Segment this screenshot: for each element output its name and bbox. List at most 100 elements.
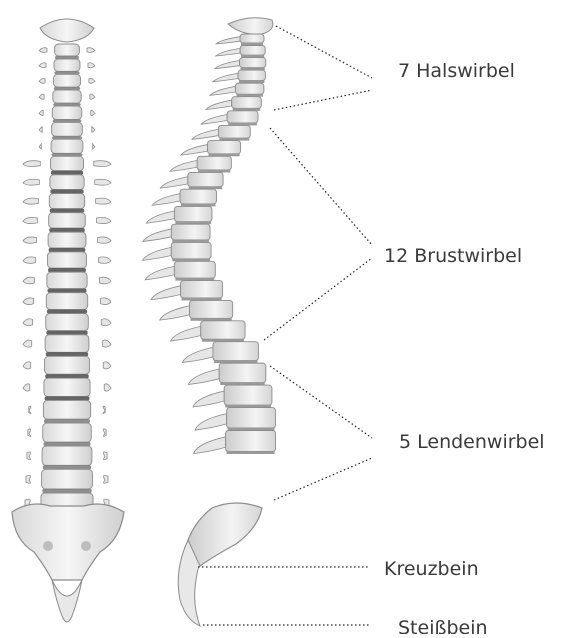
vertebra-body xyxy=(47,272,87,289)
vertebra-body xyxy=(43,423,92,442)
intervertebral-disc-side xyxy=(227,452,275,455)
spinous-process xyxy=(170,160,197,171)
vertebra-body xyxy=(45,356,90,374)
intervertebral-disc xyxy=(45,374,89,378)
vertebra-body xyxy=(53,90,81,103)
vertebra-body-side xyxy=(190,300,233,318)
spinous-process xyxy=(142,247,171,260)
sacrum-front xyxy=(12,504,124,580)
transverse-process-left xyxy=(39,48,47,53)
intervertebral-disc xyxy=(42,489,91,493)
vertebra-body-side xyxy=(226,431,276,452)
vertebra-body-side xyxy=(240,58,266,68)
atlas-vertebra xyxy=(40,19,94,42)
vertebra-body xyxy=(50,175,84,190)
vertebra-body-side xyxy=(181,281,223,298)
transverse-process-left xyxy=(23,179,39,185)
vertebra-body-side xyxy=(227,408,276,428)
vertebra-body-side xyxy=(208,141,241,154)
intervertebral-disc xyxy=(46,331,87,335)
transverse-process-right xyxy=(89,78,95,83)
vertebra-body-side xyxy=(188,172,223,186)
transverse-process-right xyxy=(92,127,95,133)
transverse-process-right xyxy=(87,48,95,53)
spinous-process xyxy=(145,266,174,279)
transverse-process-right xyxy=(97,217,111,223)
intervertebral-disc xyxy=(48,289,87,293)
transverse-process-left xyxy=(26,475,30,483)
lumbar-leader-top xyxy=(270,366,372,438)
spinous-process xyxy=(201,114,227,124)
transverse-process-right xyxy=(103,452,107,460)
transverse-process-left xyxy=(23,362,31,369)
transverse-process-right xyxy=(98,257,111,263)
spinous-process xyxy=(151,286,181,300)
label-lumbar: 5 Lendenwirbel xyxy=(399,431,545,453)
spinous-process xyxy=(216,37,240,44)
transverse-process-left xyxy=(29,406,31,413)
spinous-process xyxy=(188,369,219,385)
vertebra-body-side xyxy=(224,385,272,405)
spinous-process xyxy=(213,73,238,81)
vertebra-body-side xyxy=(174,206,212,221)
vertebra-body-side xyxy=(219,363,266,382)
spinous-process xyxy=(192,129,218,139)
transverse-process-right xyxy=(103,362,111,369)
occipital-base xyxy=(228,18,273,35)
transverse-process-left xyxy=(23,198,38,204)
vertebra-body xyxy=(52,122,83,136)
cervical-leader-bottom xyxy=(274,90,372,110)
intervertebral-disc xyxy=(49,228,84,232)
vertebra-body xyxy=(48,232,86,248)
transverse-process-left xyxy=(23,340,32,347)
label-coccyx: Steißbein xyxy=(398,617,488,634)
vertebra-body-side xyxy=(213,342,258,361)
spinous-process xyxy=(170,326,200,341)
spinous-process xyxy=(146,211,174,223)
transverse-process-left xyxy=(39,144,42,150)
vertebra-body-side xyxy=(238,70,265,81)
intervertebral-disc xyxy=(50,190,83,194)
coccyx-front xyxy=(52,580,82,622)
vertebra-body-side xyxy=(218,125,250,138)
vertebra-body-side xyxy=(197,156,231,170)
spine-side-view xyxy=(142,18,275,626)
transverse-process-right xyxy=(92,144,95,150)
transverse-process-right xyxy=(88,63,95,68)
transverse-process-right xyxy=(91,110,95,115)
transverse-process-left xyxy=(39,110,43,115)
transverse-process-right xyxy=(100,298,111,305)
transverse-process-right xyxy=(90,94,95,99)
vertebra-body xyxy=(46,314,89,331)
vertebra-body xyxy=(54,59,80,71)
transverse-process-left xyxy=(23,217,37,223)
vertebra-body xyxy=(42,469,93,489)
sacral-foramen xyxy=(43,541,53,551)
vertebra-body-side xyxy=(180,189,216,204)
spinous-process xyxy=(206,100,232,109)
label-cervical: 7 Halswirbel xyxy=(398,60,515,82)
vertebra-body-side xyxy=(171,224,210,240)
transverse-process-left xyxy=(39,63,46,68)
intervertebral-disc xyxy=(44,419,90,423)
transverse-process-right xyxy=(103,406,105,413)
transverse-process-right xyxy=(99,277,111,284)
vertebra-body xyxy=(47,252,86,268)
transverse-process-left xyxy=(23,257,36,263)
transverse-process-left xyxy=(39,78,45,83)
vertebra-body xyxy=(49,213,86,228)
spinous-process xyxy=(216,48,240,56)
label-thoracic: 12 Brustwirbel xyxy=(384,245,522,267)
spinous-process xyxy=(160,306,190,320)
cervical-leader-top xyxy=(276,26,372,78)
vertebra-body xyxy=(52,106,82,119)
spinous-process xyxy=(215,61,240,69)
vertebra-body-side xyxy=(240,46,265,56)
vertebra-body xyxy=(53,74,80,87)
vertebra-body-side xyxy=(235,83,264,94)
vertebra-body-side xyxy=(232,97,262,109)
sacral-foramen xyxy=(81,541,91,551)
transverse-process-right xyxy=(104,475,108,483)
thoracic-leader-top xyxy=(270,128,372,245)
intervertebral-disc xyxy=(46,352,88,356)
